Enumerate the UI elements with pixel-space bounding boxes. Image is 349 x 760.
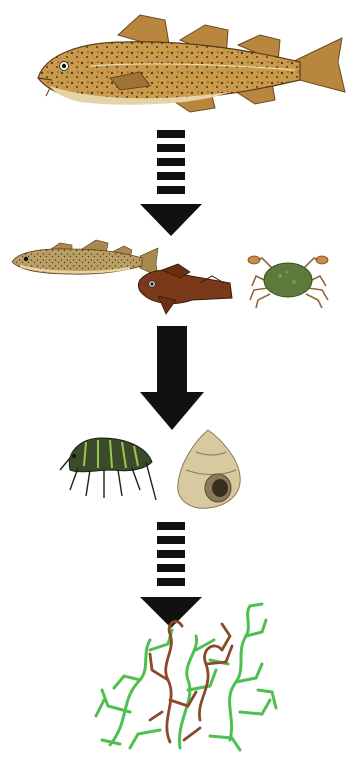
seaweed-green: [96, 604, 276, 750]
arrow-level-2-to-3: [140, 522, 202, 628]
seaweed-brown: [150, 621, 232, 742]
green-crab: [248, 256, 328, 308]
cod-small: [12, 240, 158, 276]
amphipod: [60, 438, 156, 500]
cod-large: [38, 15, 345, 112]
periwinkle-snail: [178, 430, 240, 508]
sculpin: [138, 264, 232, 314]
arrow-level-1-to-2: [140, 326, 204, 430]
arrow-level-0-to-1: [140, 130, 202, 236]
